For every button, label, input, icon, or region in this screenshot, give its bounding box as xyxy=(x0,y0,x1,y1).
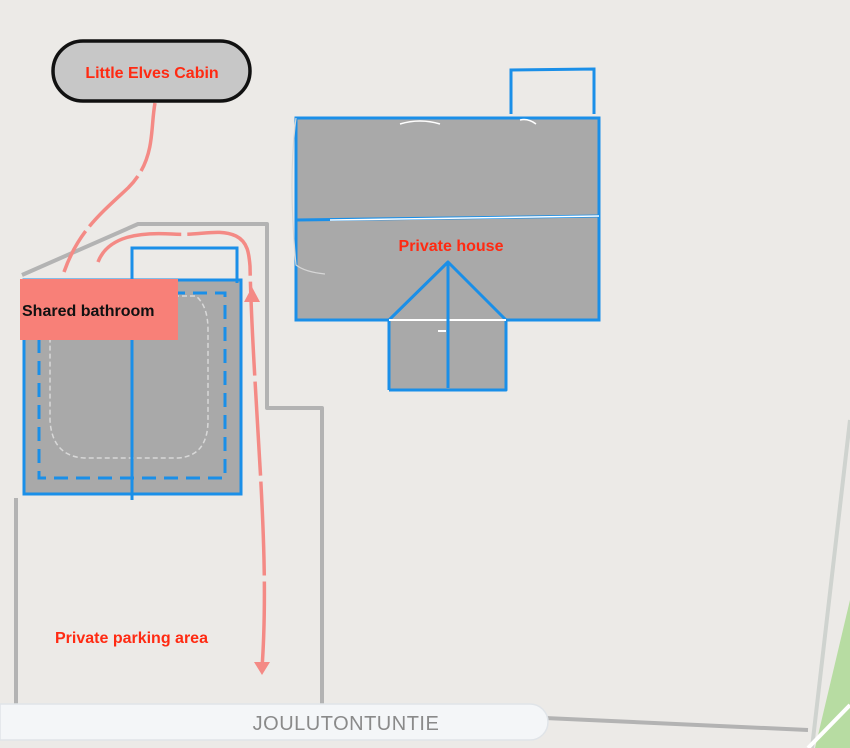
road-name-label: JOULUTONTUNTIE xyxy=(253,713,440,735)
lot-lines xyxy=(14,222,809,732)
path-arrow-up xyxy=(244,287,260,302)
path-arrow-down xyxy=(254,662,270,675)
cabin-marker: Little Elves Cabin xyxy=(51,39,252,103)
bathroom-label: Shared bathroom xyxy=(22,303,154,320)
path-to-cabin xyxy=(62,102,157,273)
boundary-line-right xyxy=(810,419,850,748)
road-joulutontuntie: JOULUTONTUNTIE xyxy=(0,703,549,741)
house-label: Private house xyxy=(399,238,504,255)
private-house xyxy=(291,67,601,392)
walking-path xyxy=(96,230,267,669)
road-edge-white xyxy=(806,703,850,748)
cabin-label: Little Elves Cabin xyxy=(85,65,218,82)
parking-label: Private parking area xyxy=(55,630,208,647)
green-area xyxy=(815,600,850,748)
bathroom-box xyxy=(20,279,178,340)
